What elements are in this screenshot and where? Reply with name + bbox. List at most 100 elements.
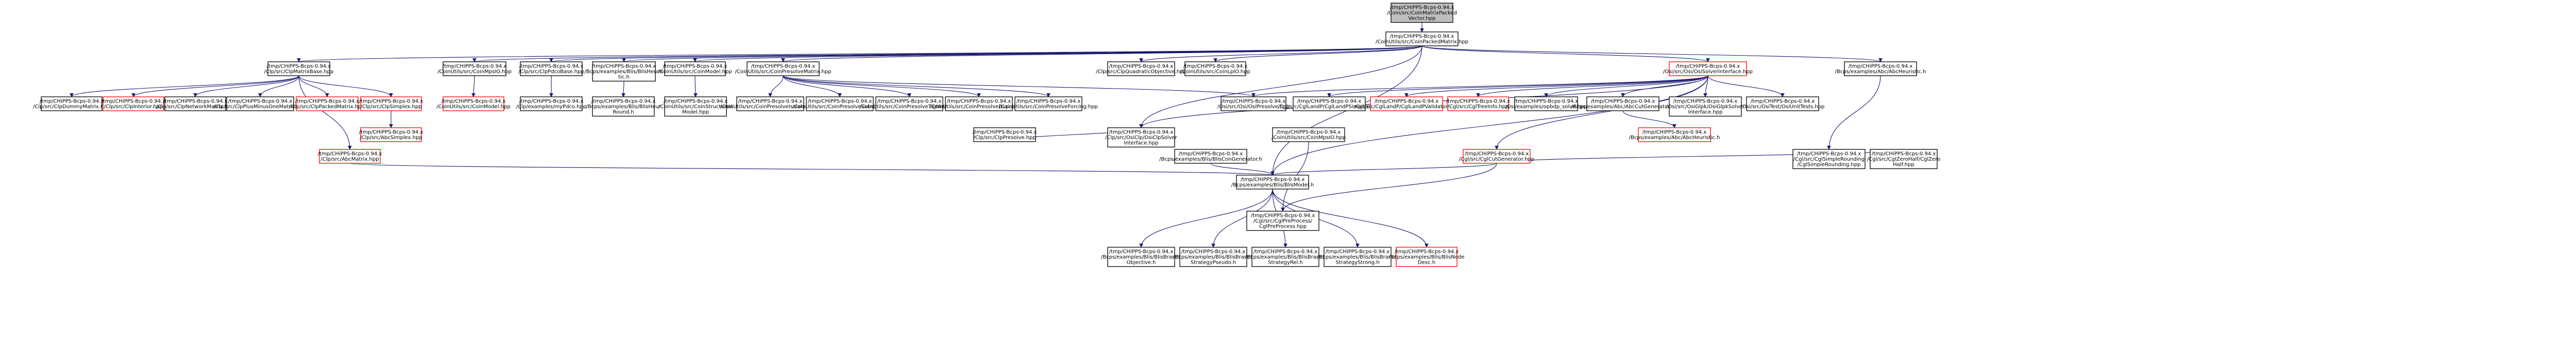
node-ositest[interactable]: /tmp/CHiPPS-Bcps-0.94.x/Osi/src/OsiTest/… — [1741, 96, 1825, 111]
node-label: /Cgl/src/CglCutGenerator.hpp — [1459, 157, 1534, 162]
node-label: /CoinUtils/src/CoinStructured — [658, 104, 733, 110]
node-label: /Bcps/examples/Abc/AbcHeuristic.h — [1629, 135, 1720, 141]
node-osisolver[interactable]: /tmp/CHiPPS-Bcps-0.94.x/Osi/src/Osi/OsiS… — [1663, 61, 1753, 76]
node-cpdupcol[interactable]: /tmp/CHiPPS-Bcps-0.94.x/CoinUtils/src/Co… — [930, 96, 1028, 111]
node-box — [1324, 247, 1392, 267]
node-box — [1669, 61, 1747, 76]
node-box — [1586, 96, 1659, 111]
node-label: Desc.h — [1418, 260, 1435, 266]
node-cglleadp[interactable]: /tmp/CHiPPS-Bcps-0.94.x/Cgl/src/CglLandP… — [1278, 96, 1381, 111]
node-box — [1391, 3, 1453, 23]
node-label: /Cgl/src/CglPreProcess/ — [1253, 218, 1313, 224]
node-label: /CoinUtils/src/CoinPresolveTighten.hpp — [859, 104, 959, 110]
node-cglvalid[interactable]: /tmp/CHiPPS-Bcps-0.94.x/Cgl/src/CglLandP… — [1354, 96, 1459, 111]
node-box — [1385, 31, 1459, 46]
edge-osimat-to-clpnetwork — [193, 75, 299, 97]
node-cgldepth[interactable]: /tmp/CHiPPS-Bcps-0.94.x/Cgl/src/CglZeroH… — [1867, 149, 1940, 169]
node-blismodel[interactable]: /tmp/CHiPPS-Bcps-0.94.x/Bcps/examples/Bl… — [1231, 175, 1314, 190]
node-clpsimplex[interactable]: /tmp/CHiPPS-Bcps-0.94.x/Clp/src/ClpSimpl… — [359, 96, 423, 111]
node-label: /Cgl/src/CglLandP/CglLandPSimplex.hpp — [1278, 104, 1380, 110]
edge-m-to-bcpsheur — [622, 45, 1422, 62]
edge-osimat-to-clpplusminus — [258, 75, 299, 97]
node-label: /tmp/CHiPPS-Bcps-0.94.x — [40, 99, 104, 105]
edge-osimat-to-clpsimplex — [298, 75, 393, 97]
node-box — [1844, 61, 1917, 76]
node-box — [1014, 96, 1082, 111]
node-coinmpsio2[interactable]: /tmp/CHiPPS-Bcps-0.94.x/CoinUtils/src/Co… — [1272, 127, 1346, 142]
node-osisplit[interactable]: /tmp/CHiPPS-Bcps-0.94.x/Osi/examples/opb… — [1505, 96, 1587, 111]
node-abcheur[interactable]: /tmp/CHiPPS-Bcps-0.94.x/Bcps/examples/Ab… — [1629, 127, 1720, 142]
node-box — [1184, 61, 1246, 76]
node-clpnetwork[interactable]: /tmp/CHiPPS-Bcps-0.94.x/Clp/src/ClpNetwo… — [156, 96, 234, 111]
node-box — [1638, 127, 1711, 142]
node-box — [360, 96, 422, 111]
node-abcmain[interactable]: /tmp/CHiPPS-Bcps-0.94.x/Bcps/examples/Ab… — [1835, 61, 1926, 76]
node-label: /Bcps/examples/Blis/BlisBranch — [1245, 254, 1326, 260]
node-coinlpio[interactable]: /tmp/CHiPPS-Bcps-0.94.x/CoinUtils/src/Co… — [1180, 61, 1250, 76]
node-osiglpk[interactable]: /tmp/CHiPPS-Bcps-0.94.x/Osi/src/OsiGlpk/… — [1666, 96, 1745, 117]
node-blisnode[interactable]: /tmp/CHiPPS-Bcps-0.94.x/Bcps/examples/Bl… — [1389, 247, 1465, 267]
node-box — [226, 96, 294, 111]
node-cptighten[interactable]: /tmp/CHiPPS-Bcps-0.94.x/CoinUtils/src/Co… — [859, 96, 959, 111]
edge-osisolver-to-cgltreeinfo — [1476, 75, 1708, 97]
node-cglcutgen[interactable]: /tmp/CHiPPS-Bcps-0.94.x/Cgl/src/CglCutGe… — [1459, 149, 1534, 164]
edge-m-to-osisolver — [1421, 45, 1710, 62]
node-clppacked[interactable]: /tmp/CHiPPS-Bcps-0.94.x/Clp/src/ClpPacke… — [290, 96, 365, 111]
node-label: /tmp/CHiPPS-Bcps-0.94.x — [1395, 249, 1459, 255]
node-blisrel[interactable]: /tmp/CHiPPS-Bcps-0.94.x/Bcps/examples/Bl… — [1245, 247, 1326, 267]
edge-bcpsheur-to-bcpsheurround — [621, 81, 625, 97]
node-label: /Cgl/src/CglLandP/CglLandPValidator.hpp — [1354, 104, 1459, 110]
node-coinmodel2[interactable]: /tmp/CHiPPS-Bcps-0.94.x/CoinUtils/src/Co… — [658, 61, 732, 76]
node-blisstrong[interactable]: /tmp/CHiPPS-Bcps-0.94.x/Bcps/examples/Bl… — [1317, 247, 1398, 267]
node-cglrounding[interactable]: /tmp/CHiPPS-Bcps-0.94.x/Cgl/src/CglSimpl… — [1792, 149, 1866, 169]
node-clpdummy[interactable]: /tmp/CHiPPS-Bcps-0.94.x/Clp/src/ClpDummy… — [33, 96, 110, 111]
node-cgltreeinfo[interactable]: /tmp/CHiPPS-Bcps-0.94.x/Cgl/src/CglTreeI… — [1446, 96, 1511, 111]
node-cglpreprocess[interactable]: /tmp/CHiPPS-Bcps-0.94.x/Cgl/src/CglPrePr… — [1246, 211, 1319, 231]
node-box — [736, 96, 804, 111]
node-label: /Bcps/examples/Abc/AbcCutGenerator.h — [1571, 104, 1674, 110]
node-label: /tmp/CHiPPS-Bcps-0.94.x — [1642, 130, 1707, 135]
node-abcsimplex[interactable]: /tmp/CHiPPS-Bcps-0.94.x/Clp/src/AbcSimpl… — [359, 127, 423, 142]
node-box — [1107, 247, 1175, 267]
node-cpsubst[interactable]: /tmp/CHiPPS-Bcps-0.94.x/CoinUtils/src/Co… — [720, 96, 821, 111]
node-cpforcing[interactable]: /tmp/CHiPPS-Bcps-0.94.x/CoinUtils/src/Co… — [999, 96, 1098, 111]
node-root[interactable]: /tmp/CHiPPS-Bcps-0.94.x/Coin/src/CoinMat… — [1387, 3, 1457, 23]
edge-blismodel-to-blispseudo — [1211, 189, 1273, 248]
node-clpplusminus[interactable]: /tmp/CHiPPS-Bcps-0.94.x/Clp/src/ClpPlusM… — [214, 96, 307, 111]
node-label: /tmp/CHiPPS-Bcps-0.94.x — [1179, 151, 1243, 157]
node-coinstructured[interactable]: /tmp/CHiPPS-Bcps-0.94.x/CoinUtils/src/Co… — [658, 96, 733, 117]
node-label: /Osi/src/Osi/OsiSolverInterface.hpp — [1663, 69, 1753, 75]
node-label: /tmp/CHiPPS-Bcps-0.94.x — [295, 99, 360, 105]
node-clpquadobj[interactable]: /tmp/CHiPPS-Bcps-0.94.x/Clp/src/ClpQuadr… — [1096, 61, 1187, 76]
node-bcpsheur[interactable]: /tmp/CHiPPS-Bcps-0.94.x/Bcps/examples/Bl… — [584, 61, 664, 82]
node-bliscongen[interactable]: /tmp/CHiPPS-Bcps-0.94.x/Bcps/examples/Bl… — [1159, 149, 1262, 164]
node-bcpsheurround[interactable]: /tmp/CHiPPS-Bcps-0.94.x/Bcps/examples/Bl… — [586, 96, 661, 117]
node-clppresolve[interactable]: /tmp/CHiPPS-Bcps-0.94.x/Clp/src/ClpPreso… — [973, 127, 1037, 142]
node-osiclp[interactable]: /tmp/CHiPPS-Bcps-0.94.x/Clp/src/OsiClp/O… — [1105, 127, 1178, 148]
node-clpinterior[interactable]: /tmp/CHiPPS-Bcps-0.94.x/Clp/src/ClpInter… — [101, 96, 166, 111]
node-box — [1396, 247, 1458, 267]
node-coinmodel[interactable]: /tmp/CHiPPS-Bcps-0.94.x/CoinUtils/src/Co… — [436, 96, 511, 111]
node-label: /tmp/CHiPPS-Bcps-0.94.x — [877, 99, 942, 105]
node-label: /tmp/CHiPPS-Bcps-0.94.x — [1109, 130, 1174, 135]
node-osipresolve[interactable]: /tmp/CHiPPS-Bcps-0.94.x/Osi/src/Osi/OsiP… — [1217, 96, 1290, 111]
edge-m-to-coinlpio — [1213, 45, 1422, 62]
node-bliscandobj[interactable]: /tmp/CHiPPS-Bcps-0.94.x/Bcps/examples/Bl… — [1101, 247, 1181, 267]
node-coinpresolvematrix[interactable]: /tmp/CHiPPS-Bcps-0.94.x/CoinUtils/src/Co… — [735, 61, 832, 76]
node-label: StrategyStrong.h — [1335, 260, 1379, 266]
node-box — [945, 96, 1013, 111]
node-coinmpsio[interactable]: /tmp/CHiPPS-Bcps-0.94.x/CoinUtils/src/Co… — [437, 61, 512, 76]
edge-osimat-to-clpinterior — [131, 75, 299, 97]
node-matrixhpp[interactable]: /tmp/CHiPPS-Bcps-0.94.x/Clp/src/AbcMatri… — [318, 149, 382, 164]
node-osimat[interactable]: /tmp/CHiPPS-Bcps-0.94.x/Clp/src/ClpMatri… — [264, 61, 334, 76]
node-label: /Coin/src/CoinMatrixPacked — [1387, 10, 1457, 16]
node-clppdibase[interactable]: /tmp/CHiPPS-Bcps-0.94.x/Clp/src/ClpPdcoB… — [518, 61, 584, 76]
node-cpsubst2[interactable]: /tmp/CHiPPS-Bcps-0.94.x/CoinUtils/src/Co… — [792, 96, 887, 111]
node-blispseudo[interactable]: /tmp/CHiPPS-Bcps-0.94.x/Bcps/examples/Bl… — [1173, 247, 1253, 267]
edge-coinpresolvematrix-to-osipresolve — [783, 75, 1256, 97]
node-label: /Clp/src/AbcSimplex.hpp — [360, 135, 422, 141]
node-abccutgen[interactable]: /tmp/CHiPPS-Bcps-0.94.x/Bcps/examples/Ab… — [1571, 96, 1674, 111]
node-clppdco[interactable]: /tmp/CHiPPS-Bcps-0.94.x/Clp/examples/myP… — [516, 96, 586, 111]
node-m[interactable]: /tmp/CHiPPS-Bcps-0.94.x/CoinUtils/src/Co… — [1376, 31, 1468, 46]
